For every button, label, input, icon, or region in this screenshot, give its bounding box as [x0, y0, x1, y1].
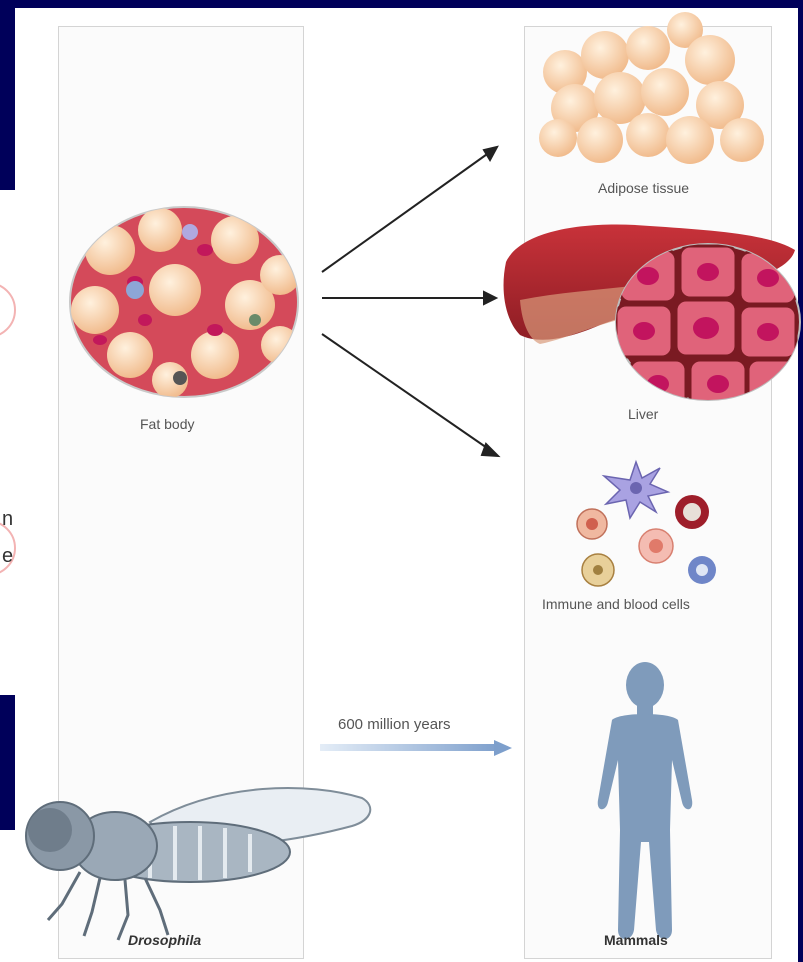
immune-blood-cells-label: Immune and blood cells [542, 596, 690, 612]
immune-cells-illustration [577, 462, 716, 586]
arrows [322, 147, 498, 456]
drosophila-label: Drosophila [128, 932, 201, 948]
drosophila-illustration [26, 788, 370, 940]
liver-illustration [504, 225, 803, 409]
liver-label: Liver [628, 406, 658, 422]
adipose-tissue-label: Adipose tissue [598, 180, 689, 196]
time-span-label: 600 million years [338, 716, 451, 733]
time-arrow [320, 740, 512, 756]
mammals-label: Mammals [604, 932, 668, 948]
fat-body-label: Fat body [140, 416, 194, 432]
fat-body-illustration [70, 207, 300, 398]
human-silhouette [598, 662, 693, 939]
adipose-illustration [539, 12, 764, 164]
